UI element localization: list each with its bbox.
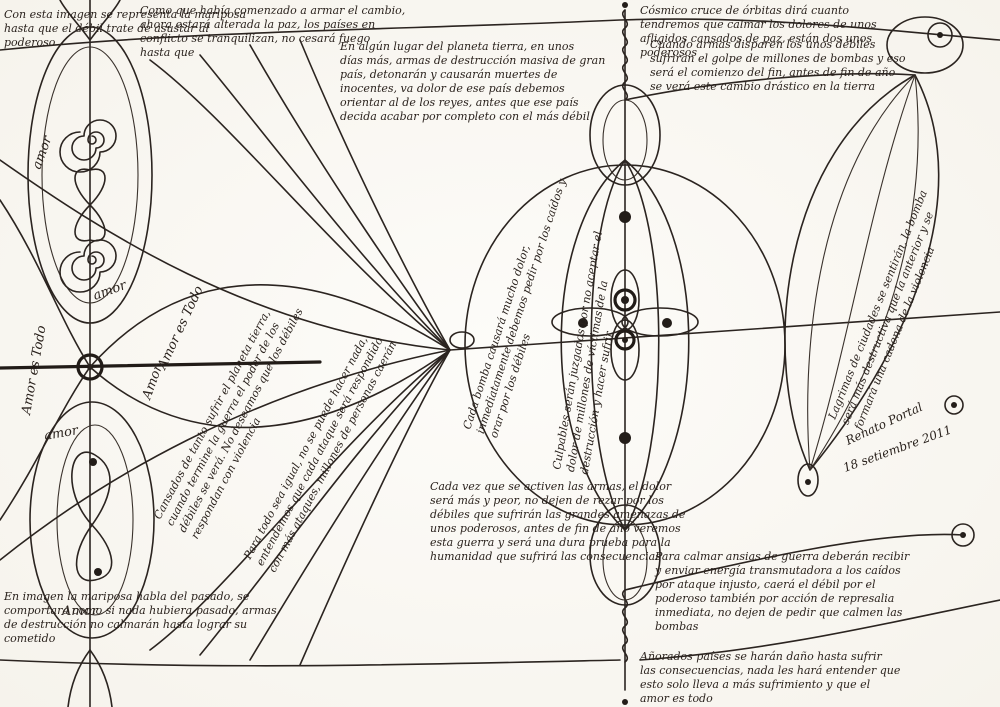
- lower-lobe-inner: [56, 424, 134, 616]
- text-bottom-center: Cada vez que se activen las armas, el do…: [430, 480, 686, 563]
- label-amor-6: Amor es Todo: [19, 324, 50, 416]
- text-top-left: Con esta imagen se representa la maripos…: [4, 8, 246, 49]
- top-right-eye-icon: [927, 22, 953, 48]
- lower-infinity-icon: [71, 451, 113, 582]
- label-amor-1: amor: [30, 133, 56, 171]
- lens-bottom-eye-icon: [797, 463, 819, 497]
- upper-lobe-outline: [27, 26, 153, 324]
- center-eye-icon-2: [614, 329, 636, 351]
- lower-lobe-outline: [29, 401, 155, 639]
- left-wing-curve: [0, 199, 91, 521]
- upper-infinity-icon: [74, 168, 106, 242]
- upper-lobe-inner: [41, 46, 139, 304]
- label-amor-7: Amor es Todo: [155, 284, 207, 373]
- wing-ray-1: [0, 159, 451, 351]
- antenna-right: [89, 0, 121, 41]
- bottom-coil-icon: [621, 589, 629, 663]
- text-right-lens: Lagrimas de ciudades se sentirán, la bom…: [825, 188, 956, 432]
- upper-spiral-icon: [59, 119, 117, 173]
- wing-ray-3: [89, 284, 451, 368]
- left-horizontal-axis: [0, 360, 322, 370]
- tail-right: [89, 649, 113, 707]
- wing-ray-2: [0, 349, 451, 561]
- text-top-center: Como que había comenzado a armar el camb…: [140, 4, 405, 59]
- antenna-left: [59, 0, 91, 41]
- label-amor-4: amor: [43, 423, 80, 444]
- right-lens-figure: [624, 16, 1000, 661]
- center-oval-figure: [449, 2, 786, 705]
- text-bottom-right-2: Añorados países se harán daño hasta sufr…: [639, 650, 901, 705]
- center-eye-icon: [613, 288, 637, 312]
- bottom-petal: [589, 504, 661, 606]
- text-center-block: En algún lugar del planeta tierra, en un…: [339, 40, 605, 123]
- wing-ray-4: [89, 349, 451, 429]
- right-eye-icon: [944, 395, 964, 415]
- center-node-icon: [76, 353, 104, 381]
- text-bottom-left: En imagen la mariposa habla del pasado, …: [3, 590, 277, 645]
- left-butterfly-figure: [0, 0, 451, 707]
- text-bottom-right: Para calmar ansias de guerra deberán rec…: [654, 550, 910, 633]
- lower-spiral-icon: [59, 239, 117, 293]
- top-petal: [589, 84, 661, 186]
- label-amor-5: Amor: [61, 604, 99, 619]
- fan-rays: [0, 18, 1000, 667]
- top-coil-icon: [621, 9, 629, 101]
- tail-left: [67, 649, 91, 707]
